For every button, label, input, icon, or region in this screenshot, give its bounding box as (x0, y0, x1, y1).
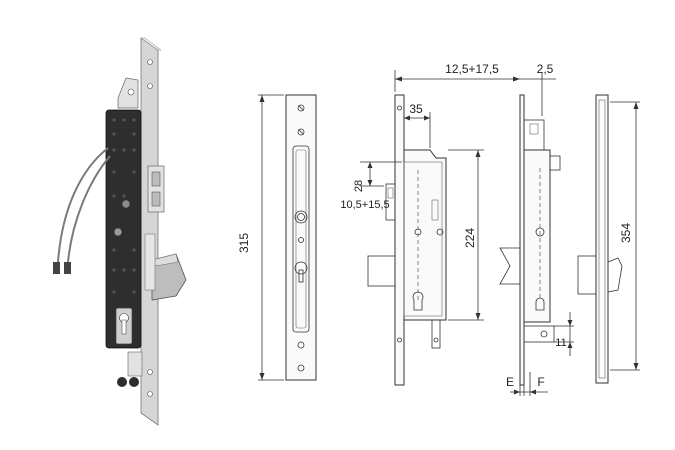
dim-latch-range: 10,5+15,5 (340, 199, 389, 211)
dim-body-height: 224 (463, 228, 477, 248)
render-faceplate (140, 37, 159, 426)
label-e: E (506, 375, 514, 389)
dim-overall-height: 354 (619, 223, 633, 243)
lock-3d-render (53, 37, 187, 426)
dim-height-faceplate: 315 (237, 233, 251, 253)
dim-offset-top: 2,5 (537, 62, 554, 76)
profile-view (499, 72, 574, 396)
side-view (360, 70, 520, 386)
dim-latch-offset: 28 (353, 180, 365, 192)
dim-backset: 35 (409, 102, 423, 116)
label-f: F (537, 375, 544, 389)
render-lock-case (105, 109, 142, 349)
dim-bottom-detail: 11 (555, 337, 566, 349)
rear-view (577, 94, 640, 384)
dim-depth-total: 12,5+17,5 (445, 62, 499, 76)
front-view (258, 94, 317, 381)
